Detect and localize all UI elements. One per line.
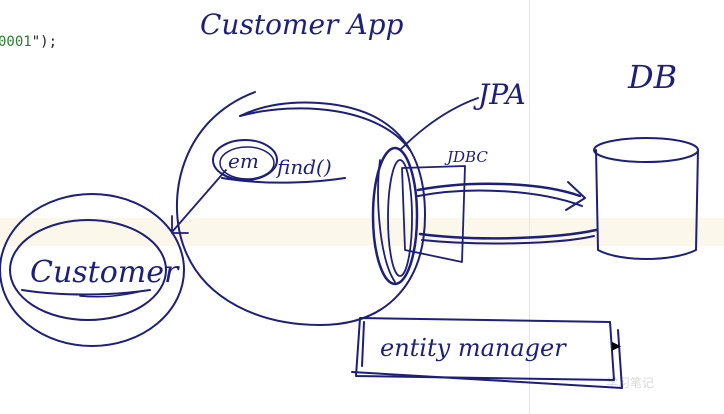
jpa-ellipse-inner — [387, 159, 413, 277]
entity-manager-text: entity manager — [380, 334, 567, 362]
customer-underline-2 — [79, 291, 139, 298]
watermark: 学习笔记 — [606, 376, 655, 390]
code-punctuation: "); — [31, 34, 58, 50]
arrow-to-customer — [171, 169, 227, 233]
db-cylinder-top — [593, 137, 699, 163]
string-literal: 0001 — [0, 34, 32, 50]
arrow-to-db — [416, 182, 582, 198]
jpa-pointer — [399, 97, 479, 151]
code-line: 0001"); — [0, 34, 57, 50]
find-underline — [221, 177, 346, 184]
title-text: Customer App — [200, 8, 403, 41]
jdbc-text: JDBC — [444, 148, 488, 166]
jpa-ellipse-overdraw — [377, 159, 396, 283]
entity-manager-box — [355, 317, 615, 381]
mouse-cursor-icon: ▸ — [612, 335, 622, 355]
arrow-from-db — [418, 228, 598, 240]
app-circle — [175, 91, 426, 326]
app-circle-overdraw — [239, 107, 411, 151]
em-text: em — [228, 149, 259, 173]
jdbc-box — [401, 165, 466, 263]
db-cylinder-body — [595, 149, 699, 260]
arrow-to-db-2 — [417, 189, 583, 207]
em-bubble-inner — [219, 146, 275, 180]
right-margin-guide — [529, 0, 530, 414]
jpa-text: JPA — [473, 78, 526, 111]
customer-text: Customer — [30, 255, 180, 290]
db-text: DB — [627, 58, 677, 96]
entity-manager-box-shadow — [351, 321, 623, 389]
customer-outer-circle — [0, 193, 185, 347]
current-line-highlight — [0, 218, 724, 246]
jpa-ellipse — [371, 146, 419, 286]
arrow-head-right — [565, 181, 586, 211]
find-text: find() — [275, 155, 332, 179]
arrow-from-db-2 — [421, 235, 595, 245]
customer-inner-circle — [9, 219, 167, 321]
